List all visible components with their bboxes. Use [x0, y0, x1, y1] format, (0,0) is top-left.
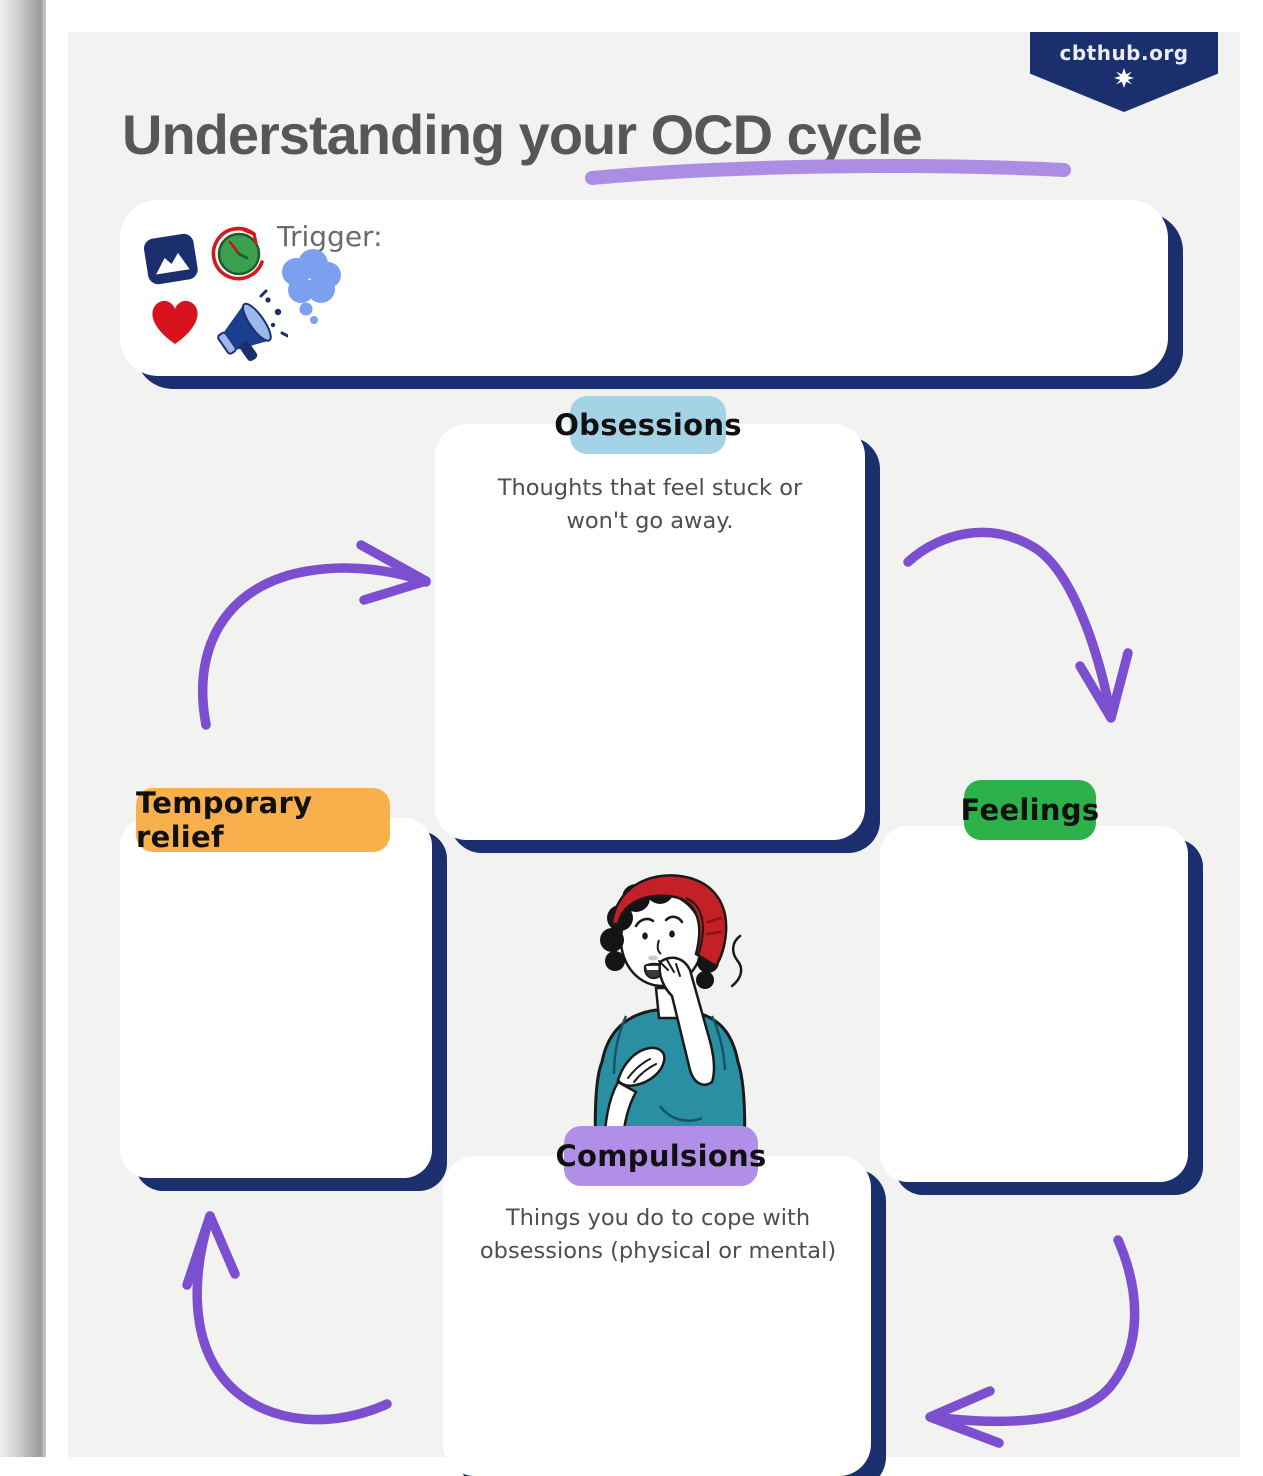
starburst-icon: [1113, 67, 1135, 89]
temporary-relief-label: Temporary relief: [136, 786, 313, 854]
arrow-relief-to-obsessions: [188, 535, 440, 737]
feelings-box[interactable]: [880, 826, 1188, 1182]
arrow-compulsions-to-relief: [175, 1200, 407, 1457]
arrow-feelings-to-compulsions: [905, 1195, 1147, 1457]
timer-icon: [206, 220, 272, 286]
compulsions-label: Compulsions: [555, 1139, 767, 1173]
page-title: Understanding your OCD cycle: [122, 103, 923, 166]
thought-bubble-icon: [276, 248, 346, 326]
worried-person-illustration: [560, 866, 775, 1158]
heart-icon: [146, 296, 204, 348]
site-badge-label: cbthub.org: [1059, 41, 1189, 65]
temporary-relief-box[interactable]: [120, 818, 432, 1178]
compulsions-box[interactable]: [443, 1156, 871, 1476]
trigger-label: Trigger:: [277, 220, 383, 253]
feelings-label: Feelings: [960, 793, 1100, 827]
obsessions-description: Thoughts that feel stuck or won't go awa…: [497, 475, 803, 534]
obsessions-label: Obsessions: [554, 408, 742, 442]
page-edge-shadow: [0, 0, 46, 1457]
image-icon: [140, 230, 202, 290]
megaphone-icon: [206, 288, 288, 370]
temporary-relief-label-badge: Temporary relief: [136, 786, 390, 854]
compulsions-label-badge: Compulsions: [555, 1126, 766, 1186]
title-underline-stroke: [582, 156, 1074, 190]
feelings-label-badge: Feelings: [961, 780, 1099, 840]
compulsions-description: Things you do to cope with obsessions (p…: [479, 1205, 837, 1264]
obsessions-box[interactable]: [435, 424, 865, 840]
arrow-obsessions-to-feelings: [895, 518, 1143, 730]
obsessions-label-badge: Obsessions: [554, 396, 742, 454]
